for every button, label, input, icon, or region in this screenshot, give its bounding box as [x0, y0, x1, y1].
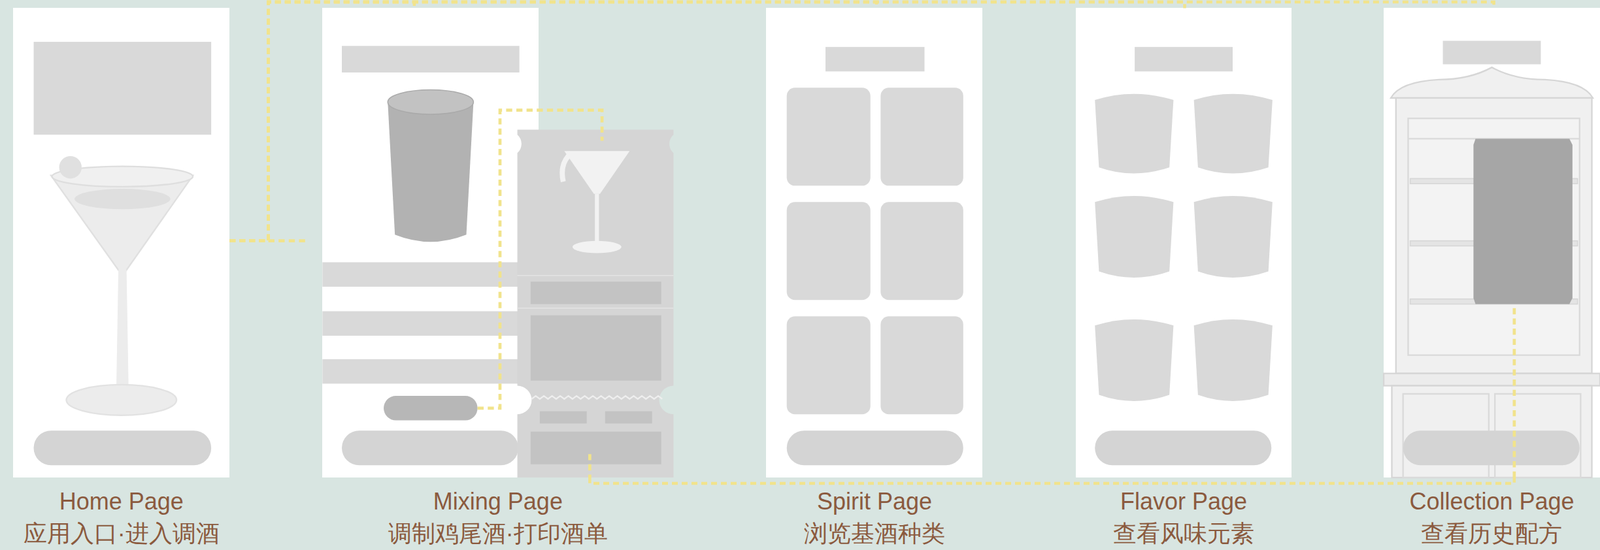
ticket-line — [539, 411, 587, 425]
glass-rim — [52, 166, 193, 187]
flavor-cup — [1194, 196, 1273, 278]
spirit-tile — [880, 201, 963, 300]
page-name: Home Page — [23, 485, 220, 518]
cabinet-body — [1396, 98, 1593, 374]
flavor-page-screen: Flavor Page查看风味元素 — [1075, 7, 1293, 478]
ticket-block — [530, 432, 662, 465]
lemon-peel — [562, 152, 572, 182]
ticket-glass-stem — [594, 194, 599, 246]
cabinet-shelf — [1410, 299, 1578, 305]
pill-button — [1094, 430, 1272, 466]
spirit-screen — [786, 47, 964, 466]
pill-button — [786, 430, 964, 466]
navigation-link — [229, 1, 415, 241]
flavor-cup — [1194, 319, 1273, 402]
print-button — [383, 396, 478, 421]
page-name: Spirit Page — [803, 485, 946, 518]
screen-caption: Spirit Page浏览基酒种类 — [803, 485, 946, 550]
saved-ticket — [1473, 138, 1572, 304]
ticket-glass — [564, 150, 630, 195]
flavor-cup — [1194, 94, 1273, 174]
cabinet-shelf — [1410, 241, 1578, 247]
spirit-tile — [786, 87, 871, 186]
cabinet-ledge — [1383, 373, 1600, 387]
ingredient-row — [322, 262, 519, 287]
navigation-link — [229, 1, 1185, 241]
ticket-leader — [588, 454, 592, 478]
glass-base — [66, 384, 177, 416]
flavor-cup — [1094, 196, 1174, 278]
collection-leader — [1513, 306, 1517, 478]
header-bar — [825, 47, 925, 72]
pill-button — [33, 430, 212, 466]
collection-screen — [1383, 40, 1600, 478]
spirit-page-screen: Spirit Page浏览基酒种类 — [766, 7, 983, 478]
dotted-leaders — [268, 110, 1515, 478]
navigation-link — [229, 1, 1494, 241]
shaker-cup — [387, 101, 474, 242]
tear-line — [531, 396, 663, 400]
cabinet-frame — [1407, 137, 1580, 140]
cup-rim — [387, 89, 474, 114]
pill-button — [341, 430, 519, 466]
cabinet-glass — [1407, 118, 1580, 355]
page-description: 查看历史配方 — [1409, 517, 1574, 550]
page-description: 调制鸡尾酒·打印酒单 — [388, 517, 608, 550]
mixing-screen — [322, 45, 674, 478]
spirit-tile — [880, 316, 963, 415]
navigation-link — [229, 1, 877, 241]
mixing-page-screen: Mixing Page调制鸡尾酒·打印酒单 — [322, 7, 539, 478]
page-description: 浏览基酒种类 — [803, 517, 946, 550]
print-leader — [477, 110, 602, 409]
spirit-tile — [786, 201, 871, 300]
screen-caption: Collection Page查看历史配方 — [1409, 485, 1574, 550]
leader-stub — [268, 239, 310, 243]
pill-button — [1403, 430, 1580, 466]
cabinet-shelf — [1410, 178, 1578, 184]
ticket-block — [530, 315, 662, 382]
cabinet-crown — [1390, 67, 1593, 99]
page-name: Flavor Page — [1113, 485, 1255, 518]
flavor-cup — [1094, 319, 1174, 402]
page-description: 查看风味元素 — [1113, 517, 1255, 550]
home-page-screen: Home Page应用入口·进入调酒 — [13, 7, 230, 478]
spirit-tile — [880, 87, 963, 186]
olive — [59, 156, 82, 179]
ingredient-row — [322, 359, 519, 384]
collection-page-screen: Collection Page查看历史配方 — [1383, 7, 1600, 478]
ticket-glass-base — [572, 241, 622, 254]
screen-caption: Home Page应用入口·进入调酒 — [23, 485, 220, 550]
banner-block — [33, 41, 212, 135]
ticket-divider — [517, 275, 674, 277]
page-name: Mixing Page — [388, 485, 608, 518]
header-bar — [1134, 47, 1233, 72]
glass-stem — [116, 269, 129, 388]
screen-caption: Mixing Page调制鸡尾酒·打印酒单 — [388, 485, 608, 550]
cabinet-door — [1494, 394, 1581, 478]
header-bar — [1443, 40, 1542, 65]
olive-stick — [70, 167, 98, 195]
screen-caption: Flavor Page查看风味元素 — [1113, 485, 1255, 550]
page-description: 应用入口·进入调酒 — [23, 517, 220, 550]
spirit-tile — [786, 316, 871, 415]
ingredient-row — [322, 311, 519, 336]
navigation-link — [589, 477, 1514, 484]
ticket-line — [530, 281, 662, 304]
page-name: Collection Page — [1409, 485, 1574, 518]
flavor-cup — [1094, 94, 1174, 174]
glass-bowl — [50, 175, 193, 272]
ticket-line — [605, 411, 653, 425]
ticket-divider — [517, 307, 674, 310]
header-bar — [341, 45, 520, 73]
cabinet-base — [1392, 385, 1593, 478]
flavor-screen — [1094, 47, 1273, 466]
receipt-ticket — [517, 129, 674, 478]
glass-liquid — [74, 188, 171, 210]
home-screen — [33, 41, 212, 466]
cabinet-door — [1403, 394, 1489, 478]
